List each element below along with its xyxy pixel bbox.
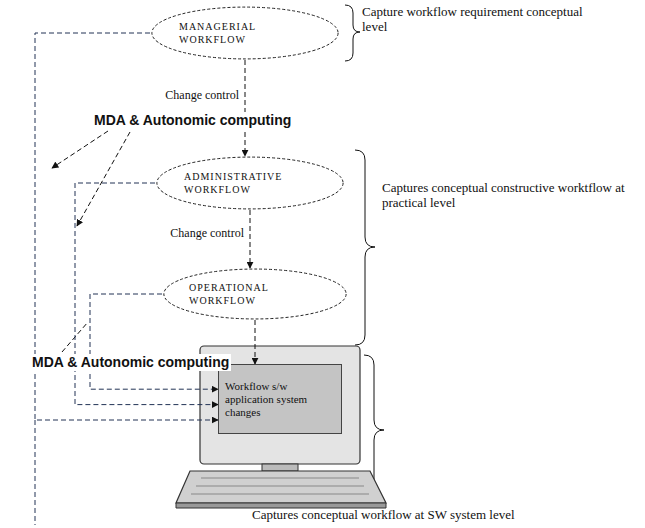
keyboard-keys xyxy=(201,478,359,479)
change-arrow xyxy=(245,60,246,156)
leader-arrow xyxy=(77,132,130,226)
change-arrow xyxy=(250,210,251,268)
bracket xyxy=(355,150,375,345)
technique-label: MDA & Autonomic computing xyxy=(92,112,293,129)
monitor-screen: Workflow s/w application system changes xyxy=(218,364,342,434)
workflow-name: MANAGERIAL WORKFLOW xyxy=(179,20,311,46)
leader-arrow xyxy=(52,131,108,168)
dashed-ellipse xyxy=(155,156,345,210)
keyboard-keys xyxy=(196,486,364,487)
technique-label: MDA & Autonomic computing xyxy=(30,354,231,371)
workflow-name: ADMINISTRATIVE WORKFLOW xyxy=(184,170,316,196)
level-note: Captures conceptual workflow at SW syste… xyxy=(252,507,515,522)
bracket xyxy=(345,5,360,61)
edge-label: Change control xyxy=(168,226,246,240)
dashed-arrow xyxy=(90,294,218,389)
keyboard xyxy=(176,471,386,503)
workflow-ellipse: MANAGERIAL WORKFLOW xyxy=(150,6,340,60)
keyboard-keys xyxy=(191,494,369,495)
level-note: Captures conceptual constructive worktfl… xyxy=(382,180,640,210)
dashed-ellipse xyxy=(150,6,340,60)
edge-label: Change control xyxy=(163,88,241,102)
dashed-arrow xyxy=(75,183,218,405)
screen-text: Workflow s/w application system changes xyxy=(225,380,335,419)
workflow-name: OPERATIONAL WORKFLOW xyxy=(189,281,321,307)
dashed-line xyxy=(35,420,36,525)
monitor-stand xyxy=(262,464,298,471)
level-note: Capture workflow requirement conceptual … xyxy=(362,4,594,34)
dashed-ellipse xyxy=(162,268,348,320)
workflow-ellipse: OPERATIONAL WORKFLOW xyxy=(162,268,348,320)
change-arrow xyxy=(255,320,256,364)
workflow-ellipse: ADMINISTRATIVE WORKFLOW xyxy=(155,156,345,210)
